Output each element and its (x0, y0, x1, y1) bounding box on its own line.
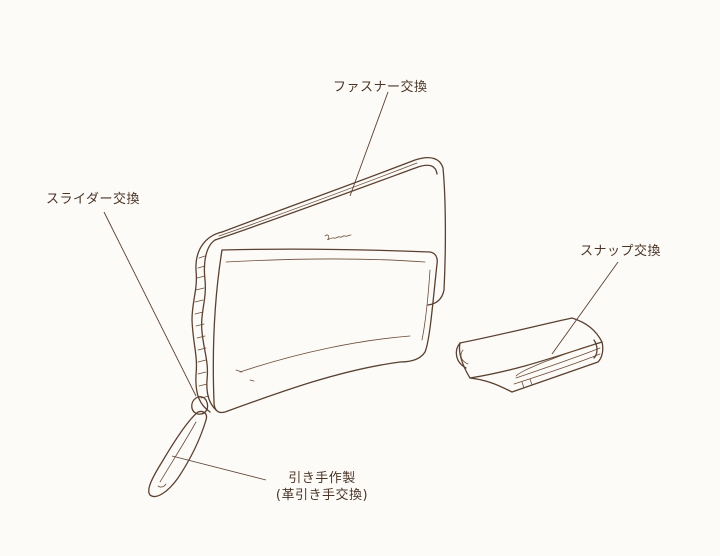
label-pull-tab: 引き手作製 (革引き手交換) (262, 470, 382, 504)
leader-snap (551, 261, 619, 355)
label-pull-line2: (革引き手交換) (275, 488, 369, 503)
bifold-wallet-illustration (455, 317, 604, 393)
leader-zipper (349, 91, 389, 197)
label-zipper-replacement: ファスナー交換 (333, 80, 428, 95)
label-pull-line1: 引き手作製 (288, 471, 356, 486)
label-slider-replacement: スライダー交換 (46, 192, 140, 207)
leader-slider (103, 211, 197, 397)
long-wallet-illustration (148, 157, 447, 498)
leader-pull (171, 455, 267, 481)
label-snap-replacement: スナップ交換 (580, 244, 662, 259)
